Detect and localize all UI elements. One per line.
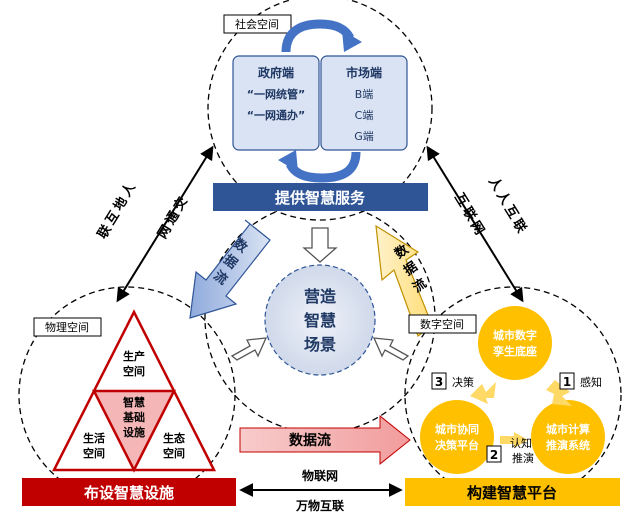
tri-center-2: 基础 [122,410,145,424]
twin-base-circle [478,306,552,380]
cycle-arrowhead-top [342,30,362,52]
cycle-arrow-top [281,19,355,53]
digital-space-label: 数字空间 [420,317,464,331]
social-space-label: 社会空间 [235,17,279,31]
right-connection-arrow [426,145,524,303]
step1-label: 感知 [580,375,602,389]
market-side-label: 市场端 [346,65,382,80]
compute-system-1: 城市计算 [546,422,590,436]
process-arrow-3 [470,382,496,404]
tri-top-1: 生产 [123,349,145,363]
tri-center-1: 智慧 [123,395,145,409]
physical-space-circle [18,286,236,504]
things-internet-label: 万物互联 [295,498,344,513]
process-arrow-2 [500,432,528,448]
people-internet-right-4: 联 [509,217,529,236]
step2-label-2: 推演 [512,451,534,465]
digital-space-circle [404,286,622,504]
twin-base-2: 孪生底座 [493,344,537,358]
market-c: C端 [355,109,374,122]
decision-platform-2: 决策平台 [435,438,479,452]
center-scene-circle [264,264,376,376]
data-flow-arrow-bottom [239,414,411,466]
infrastructure-center-triangle [91,389,177,473]
tri-right-2: 空间 [163,446,185,460]
facility-banner-label: 布设智慧设施 [84,484,174,502]
compute-system-circle [531,400,605,474]
left-connection-arrow [116,145,214,303]
cycle-arrowhead-bottom [278,150,298,172]
market-panel [320,55,408,151]
step3-label: 决策 [452,375,474,389]
hollow-arrow-left [230,337,268,361]
gov-panel [232,55,320,151]
social-space-circle [207,0,433,221]
twin-base-1: 城市数字 [493,328,537,342]
platform-banner-label: 构建智慧平台 [467,484,557,502]
tri-left-2: 空间 [83,446,105,460]
step3-box [431,372,447,390]
gov-item-2: “一网通办” [247,108,305,122]
hollow-arrow-right [372,337,410,361]
decision-platform-1: 城市协同 [435,422,479,436]
process-arrow-1 [546,380,572,406]
iot-label: 物联网 [302,468,338,483]
step1-box [559,372,575,390]
step2-num: 2 [490,448,498,462]
gov-item-1: “一网统管” [247,87,305,101]
tri-right-1: 生态 [163,431,185,445]
tri-top-2: 空间 [123,364,145,378]
physical-space-box [33,317,102,337]
data-flow-arrow-right [375,224,443,337]
digital-space-box [408,314,477,334]
center-label-3: 场景 [304,335,336,354]
center-label-2: 智慧 [304,311,336,330]
facility-banner [22,478,236,506]
platform-banner [405,478,620,506]
market-g: G端 [354,130,374,143]
step2-label-1: 认知 [510,436,532,450]
internet-3: 网 [467,219,487,238]
decision-platform-circle [420,400,494,474]
physical-space-label: 物理空间 [45,320,89,334]
center-label-1: 营造 [304,287,337,306]
market-b: B端 [355,88,374,101]
data-flow-bottom-label: 数据流 [289,432,331,449]
hollow-arrow-top [302,227,338,263]
social-space-box [223,14,292,34]
step1-num: 1 [563,375,571,389]
cycle-arrow-bottom [285,151,361,183]
service-banner [213,183,428,211]
service-banner-label: 提供智慧服务 [275,189,366,207]
tri-left-1: 生活 [83,431,105,445]
tri-center-3: 设施 [123,425,145,439]
step3-num: 3 [435,375,443,389]
compute-system-2: 推演系统 [546,438,590,452]
gov-side-label: 政府端 [258,65,294,80]
step2-box [486,445,502,463]
people-internet-left-1: 人 [118,179,139,199]
